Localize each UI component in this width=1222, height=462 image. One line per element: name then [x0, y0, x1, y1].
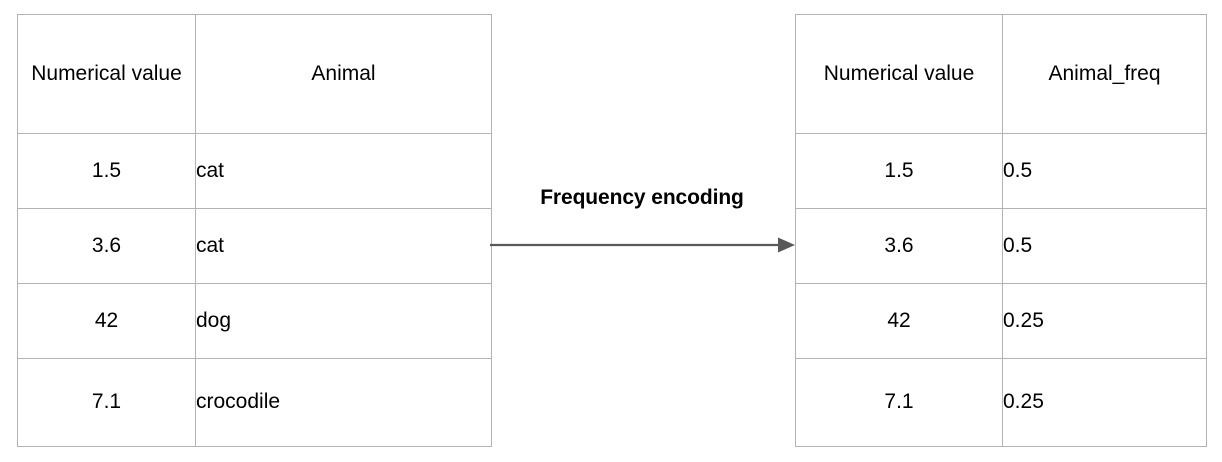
arrow-right-icon [490, 237, 795, 253]
table-row: 3.6 0.5 [795, 208, 1207, 284]
column-header-numerical-value: Numerical value [795, 14, 1003, 134]
cell-numerical-value: 7.1 [17, 358, 196, 447]
cell-numerical-value: 3.6 [795, 208, 1003, 284]
table-row: 7.1 0.25 [795, 358, 1207, 447]
cell-numerical-value: 42 [795, 283, 1003, 359]
arrow-label: Frequency encoding [540, 186, 744, 209]
table-row: 1.5 0.5 [795, 133, 1207, 209]
cell-numerical-value: 3.6 [17, 208, 196, 284]
table-row: 1.5 cat [17, 133, 492, 209]
cell-animal-freq: 0.25 [1002, 358, 1207, 447]
table-row: 3.6 cat [17, 208, 492, 284]
cell-animal: cat [195, 133, 492, 209]
column-header-numerical-value: Numerical value [17, 14, 196, 134]
cell-animal-freq: 0.5 [1002, 133, 1207, 209]
cell-numerical-value: 1.5 [795, 133, 1003, 209]
cell-numerical-value: 42 [17, 283, 196, 359]
cell-numerical-value: 7.1 [795, 358, 1003, 447]
table-header-row: Numerical value Animal_freq [795, 14, 1207, 134]
table-row: 42 0.25 [795, 283, 1207, 359]
cell-animal-freq: 0.25 [1002, 283, 1207, 359]
cell-animal: cat [195, 208, 492, 284]
column-header-animal: Animal [195, 14, 492, 134]
input-table: Numerical value Animal 1.5 cat 3.6 cat 4… [17, 14, 492, 447]
table-header-row: Numerical value Animal [17, 14, 492, 134]
cell-animal: crocodile [195, 358, 492, 447]
cell-numerical-value: 1.5 [17, 133, 196, 209]
cell-animal: dog [195, 283, 492, 359]
cell-animal-freq: 0.5 [1002, 208, 1207, 284]
transformation-arrow-group: Frequency encoding [488, 186, 798, 266]
output-table: Numerical value Animal_freq 1.5 0.5 3.6 … [795, 14, 1207, 447]
table-row: 7.1 crocodile [17, 358, 492, 447]
table-row: 42 dog [17, 283, 492, 359]
column-header-animal-freq: Animal_freq [1002, 14, 1207, 134]
